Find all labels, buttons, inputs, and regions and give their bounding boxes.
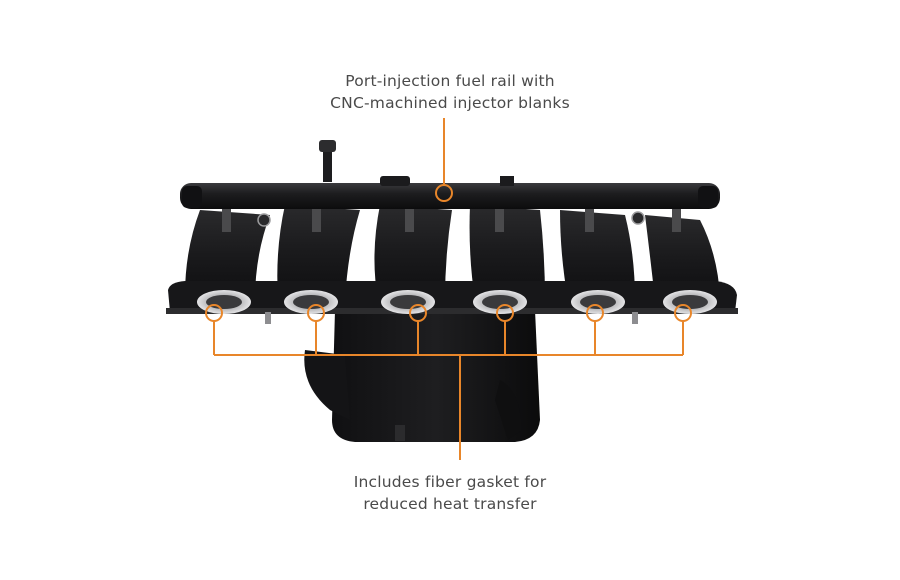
plenum-body	[304, 310, 540, 442]
gasket-callout-line1: Includes fiber gasket for	[353, 473, 547, 491]
fuel-rail-callout-line1: Port-injection fuel rail with	[345, 72, 555, 90]
injector-blanks	[222, 206, 681, 232]
intake-runners	[185, 205, 720, 300]
gasket-callout-line2: reduced heat transfer	[363, 495, 537, 513]
gasket-callout: Includes fiber gasket for reduced heat t…	[310, 471, 590, 515]
fuel-rail-marker	[435, 184, 453, 202]
fuel-rail	[180, 140, 720, 209]
fuel-rail-callout-line2: CNC-machined injector blanks	[330, 94, 570, 112]
fuel-rail-callout: Port-injection fuel rail with CNC-machin…	[300, 70, 600, 114]
cylinder-head-flange	[166, 281, 738, 314]
callout-lines	[205, 118, 692, 460]
